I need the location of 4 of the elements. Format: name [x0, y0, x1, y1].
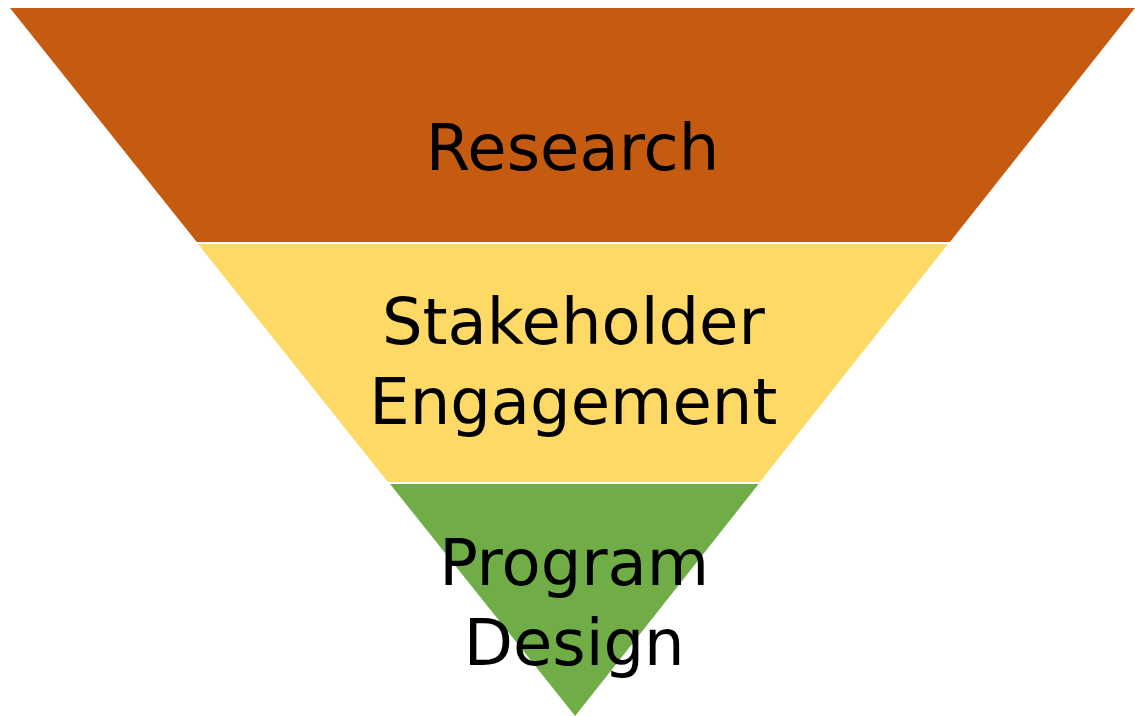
segment-label: Stakeholder Engagement — [368, 284, 779, 441]
funnel-segment — [198, 244, 949, 482]
segment-label: Research — [424, 110, 721, 187]
funnel-segment — [10, 8, 1135, 242]
